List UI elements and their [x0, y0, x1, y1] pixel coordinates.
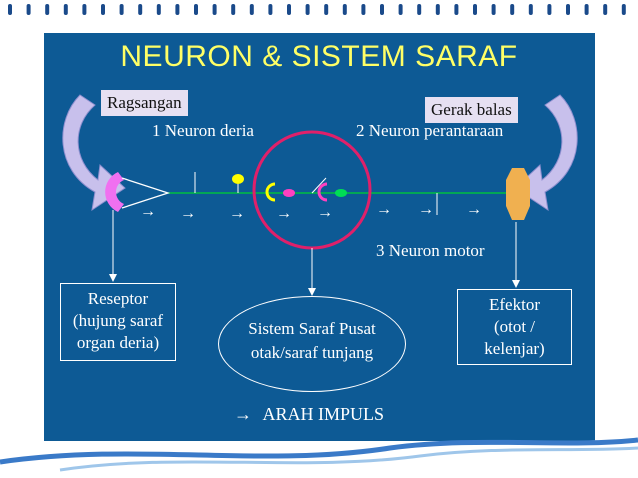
sensory-neuron-label: 1 Neuron deria: [152, 121, 254, 140]
receptor-cone: [121, 177, 171, 209]
border-dot: [26, 4, 31, 15]
border-dot: [361, 4, 366, 15]
border-dot: [584, 4, 589, 15]
border-dot: [212, 4, 217, 15]
decorative-dot-border: [8, 4, 626, 15]
border-dot: [231, 4, 236, 15]
cns-highlight-ring: [252, 130, 372, 250]
motor-neuron-label: 3 Neuron motor: [376, 241, 485, 260]
receptor-shape: [105, 172, 124, 212]
legend-text: ARAH IMPULS: [262, 404, 385, 424]
relay-branch: [311, 177, 327, 194]
synapse-yellow-c: [265, 182, 276, 202]
border-dot: [156, 4, 161, 15]
border-dot: [8, 4, 12, 15]
impulse-arrow-5: →: [317, 204, 333, 221]
decorative-wave: [0, 438, 638, 478]
effector-line-3: kelenjar): [484, 339, 545, 358]
border-dot: [491, 4, 496, 15]
synapse-pink-c: [317, 182, 328, 202]
receptor-box: Reseptor (hujung saraf organ deria): [60, 283, 176, 361]
border-dot: [194, 4, 198, 15]
border-dot: [305, 4, 310, 15]
border-dot: [435, 4, 440, 15]
response-label: Gerak balas: [425, 97, 518, 123]
relay-neuron-label: 2 Neuron perantaraan: [356, 121, 504, 140]
impulse-arrow-3: →: [229, 205, 245, 222]
response-curved-arrow: [514, 94, 578, 212]
border-dot: [473, 4, 477, 15]
synapse-knob-yellow: [232, 174, 244, 184]
synapse-pink-dot: [283, 189, 295, 197]
effector-pointer-head: [512, 280, 520, 288]
receptor-pointer-head: [109, 274, 117, 282]
border-dot: [342, 4, 347, 15]
effector-box: Efektor (otot / kelenjar): [457, 289, 572, 365]
effector-line-2: (otot /: [493, 317, 536, 336]
border-dot: [268, 4, 273, 15]
border-dot: [621, 4, 626, 15]
impulse-arrow-8: →: [466, 201, 482, 218]
stimulus-label: Ragsangan: [101, 90, 188, 116]
effector-shape: [506, 168, 530, 220]
cns-pointer-head: [308, 288, 316, 296]
impulse-arrow-6: →: [376, 201, 392, 218]
impulse-arrow-1: →: [140, 203, 156, 220]
border-dot: [417, 4, 422, 15]
border-dot: [138, 4, 143, 15]
legend: → ARAH IMPULS: [234, 404, 384, 425]
border-dot: [287, 4, 291, 15]
impulse-arrow-2: →: [180, 205, 196, 222]
receptor-line-1: Reseptor: [87, 289, 149, 308]
border-dot: [398, 4, 403, 15]
cns-line-2: otak/saraf tunjang: [250, 343, 374, 362]
receptor-line-2: (hujung saraf: [72, 311, 164, 330]
border-dot: [510, 4, 515, 15]
border-dot: [249, 4, 254, 15]
border-dot: [603, 4, 608, 15]
border-dot: [101, 4, 105, 15]
slide-title: NEURON & SISTEM SARAF: [120, 40, 518, 73]
border-dot: [324, 4, 329, 15]
border-dot: [82, 4, 87, 15]
effector-line-1: Efektor: [489, 295, 540, 314]
legend-arrow: →: [234, 404, 252, 424]
border-dot: [45, 4, 50, 15]
synapse-green-dot: [335, 189, 347, 197]
border-dot: [528, 4, 533, 15]
border-dot: [63, 4, 68, 15]
impulse-arrow-4: →: [276, 205, 292, 222]
decorative-wave-line: [0, 437, 638, 465]
cns-ellipse: Sistem Saraf Pusat otak/saraf tunjang: [218, 296, 406, 392]
border-dot: [547, 4, 552, 15]
border-dot: [175, 4, 180, 15]
receptor-line-3: organ deria): [76, 333, 160, 352]
cns-line-1: Sistem Saraf Pusat: [248, 319, 376, 338]
impulse-arrow-7: →: [418, 201, 434, 218]
border-dot: [380, 4, 384, 15]
border-dot: [454, 4, 459, 15]
decorative-wave-line-2: [59, 446, 638, 472]
border-dot: [566, 4, 570, 15]
border-dot: [119, 4, 124, 15]
